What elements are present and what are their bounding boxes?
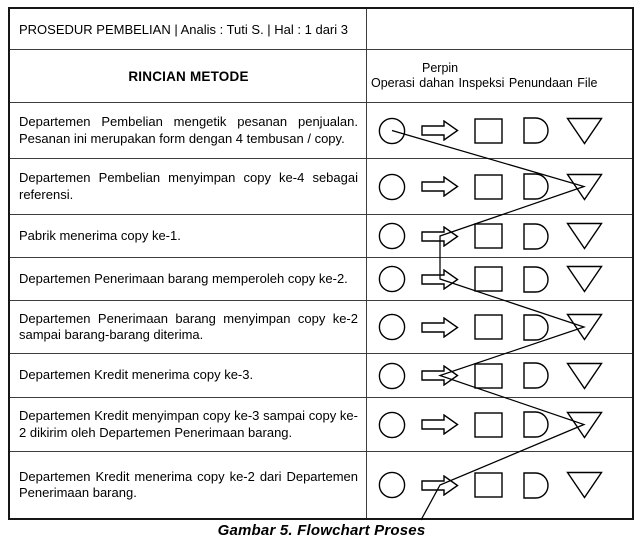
perpindahan-block-arrow-right-icon bbox=[416, 471, 464, 499]
perpindahan-block-arrow-right-icon bbox=[416, 313, 464, 341]
file-inverted-triangle-icon bbox=[560, 222, 608, 250]
document-title: PROSEDUR PEMBELIAN | Analis : Tuti S. | … bbox=[19, 21, 348, 37]
symbol-cell bbox=[367, 103, 632, 158]
step-description: Pabrik menerima copy ke-1. bbox=[19, 227, 181, 243]
inspeksi-square-icon bbox=[464, 471, 512, 499]
symbol-cell bbox=[367, 215, 632, 257]
symbol-cell bbox=[367, 301, 632, 353]
step-description: Departemen Kredit menyimpan copy ke-3 sa… bbox=[19, 408, 358, 440]
col-label-operasi: Operasi bbox=[371, 76, 415, 90]
penundaan-delay-d-icon bbox=[512, 222, 560, 250]
col-label-dahan: dahan bbox=[419, 76, 455, 90]
col-label-file: File bbox=[577, 76, 598, 90]
file-inverted-triangle-icon bbox=[560, 411, 608, 439]
figure-caption: Gambar 5. Flowchart Proses bbox=[217, 522, 426, 539]
table-row: Departemen Pembelian menyimpan copy ke-4… bbox=[10, 159, 632, 215]
file-inverted-triangle-icon bbox=[560, 117, 608, 145]
header-row: RINCIAN METODE Perpin Operasi dahan Insp… bbox=[10, 50, 632, 103]
operasi-circle-icon bbox=[368, 265, 416, 293]
inspeksi-square-icon bbox=[464, 362, 512, 390]
symbol-cell bbox=[367, 398, 632, 451]
file-inverted-triangle-icon bbox=[560, 265, 608, 293]
step-description: Departemen Kredit menerima copy ke-2 dar… bbox=[19, 468, 358, 501]
col-label-inspeksi: Inspeksi bbox=[458, 76, 505, 90]
perpindahan-block-arrow-right-icon bbox=[416, 117, 464, 145]
inspeksi-square-icon bbox=[464, 222, 512, 250]
table-row: Departemen Penerimaan barang memperoleh … bbox=[10, 258, 632, 301]
symbol-cell bbox=[367, 354, 632, 397]
symbol-cell bbox=[367, 258, 632, 300]
table-row: Departemen Pembelian mengetik pesanan pe… bbox=[10, 103, 632, 159]
inspeksi-square-icon bbox=[464, 173, 512, 201]
inspeksi-square-icon bbox=[464, 411, 512, 439]
method-column-header: RINCIAN METODE bbox=[128, 68, 249, 84]
operasi-circle-icon bbox=[368, 411, 416, 439]
perpindahan-block-arrow-right-icon bbox=[416, 362, 464, 390]
symbol-cell bbox=[367, 159, 632, 214]
inspeksi-square-icon bbox=[464, 117, 512, 145]
title-row: PROSEDUR PEMBELIAN | Analis : Tuti S. | … bbox=[10, 9, 632, 50]
perpindahan-block-arrow-right-icon bbox=[416, 222, 464, 250]
operasi-circle-icon bbox=[368, 313, 416, 341]
table-row: Departemen Kredit menyimpan copy ke-3 sa… bbox=[10, 398, 632, 452]
title-row-right-cell bbox=[367, 9, 632, 49]
operasi-circle-icon bbox=[368, 222, 416, 250]
perpindahan-block-arrow-right-icon bbox=[416, 173, 464, 201]
perpindahan-block-arrow-right-icon bbox=[416, 411, 464, 439]
flowchart-table: PROSEDUR PEMBELIAN | Analis : Tuti S. | … bbox=[8, 7, 634, 520]
step-description: Departemen Penerimaan barang menyimpan c… bbox=[19, 310, 358, 343]
step-description: Departemen Kredit menerima copy ke-3. bbox=[19, 367, 254, 383]
inspeksi-square-icon bbox=[464, 313, 512, 341]
penundaan-delay-d-icon bbox=[512, 313, 560, 341]
col-label-perpin: Perpin bbox=[422, 61, 459, 75]
symbol-column-headers: Perpin Operasi dahan Inspeksi Penundaan … bbox=[367, 61, 632, 91]
symbol-cell bbox=[367, 452, 632, 518]
penundaan-delay-d-icon bbox=[512, 362, 560, 390]
table-row: Departemen Penerimaan barang menyimpan c… bbox=[10, 301, 632, 354]
file-inverted-triangle-icon bbox=[560, 362, 608, 390]
penundaan-delay-d-icon bbox=[512, 117, 560, 145]
file-inverted-triangle-icon bbox=[560, 471, 608, 499]
operasi-circle-icon bbox=[368, 362, 416, 390]
operasi-circle-icon bbox=[368, 117, 416, 145]
col-label-penundaan: Penundaan bbox=[508, 76, 573, 90]
penundaan-delay-d-icon bbox=[512, 411, 560, 439]
file-inverted-triangle-icon bbox=[560, 313, 608, 341]
penundaan-delay-d-icon bbox=[512, 471, 560, 499]
table-row: Departemen Kredit menerima copy ke-3. bbox=[10, 354, 632, 398]
perpindahan-block-arrow-right-icon bbox=[416, 265, 464, 293]
table-row: Pabrik menerima copy ke-1. bbox=[10, 215, 632, 258]
penundaan-delay-d-icon bbox=[512, 173, 560, 201]
table-row: Departemen Kredit menerima copy ke-2 dar… bbox=[10, 452, 632, 518]
penundaan-delay-d-icon bbox=[512, 265, 560, 293]
step-description: Departemen Pembelian menyimpan copy ke-4… bbox=[19, 170, 358, 202]
operasi-circle-icon bbox=[368, 173, 416, 201]
operasi-circle-icon bbox=[368, 471, 416, 499]
file-inverted-triangle-icon bbox=[560, 173, 608, 201]
step-description: Departemen Penerimaan barang memperoleh … bbox=[19, 270, 348, 286]
inspeksi-square-icon bbox=[464, 265, 512, 293]
step-description: Departemen Pembelian mengetik pesanan pe… bbox=[19, 114, 358, 146]
